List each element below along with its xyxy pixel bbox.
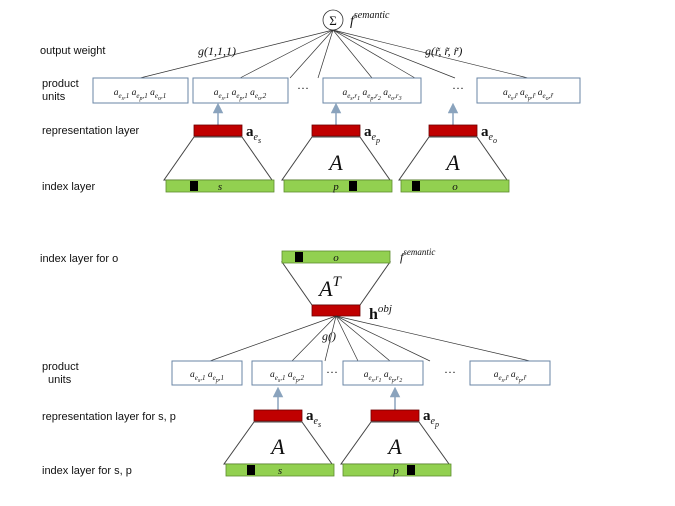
product-unit-cell [322, 77, 422, 104]
ellipsis: ··· [297, 81, 309, 95]
f-semantic-label: fsemantic [350, 10, 390, 29]
index-layer-o-label: index layer for o [40, 253, 118, 265]
sum-symbol: Σ [329, 13, 337, 28]
product-unit-cell [92, 77, 189, 104]
bottom-diagram: index layer for o fsemantic o AT hobj g(… [40, 247, 551, 477]
index-marker [190, 181, 198, 191]
index-letter: o [452, 181, 458, 193]
representation-vector [253, 409, 303, 422]
ellipsis: ··· [444, 365, 456, 379]
tower-p: aep A p [340, 386, 452, 477]
representation-layer-sp-label: representation layer for s, p [42, 411, 176, 423]
tower-s: aes s [163, 102, 275, 193]
f-semantic-label: fsemantic [400, 247, 435, 264]
ellipsis: ··· [452, 81, 464, 95]
representation-vector [311, 124, 361, 137]
representation-vector [428, 124, 478, 137]
ellipsis: ··· [326, 365, 338, 379]
index-vector-o [281, 250, 391, 264]
index-vector [400, 179, 510, 193]
vector-label: aep [423, 408, 439, 429]
vector-label: aes [306, 408, 321, 429]
product-units-label-line2: units [48, 374, 72, 386]
matrix-label: A [386, 434, 402, 459]
index-marker [349, 181, 357, 191]
matrix-transpose-label: AT [317, 274, 342, 301]
index-vector [283, 179, 393, 193]
product-unit-cell [192, 77, 289, 104]
top-diagram: Σ fsemantic output weight g(1,1,1) g(r̃,… [40, 9, 581, 193]
product-unit-cell [342, 360, 424, 386]
hidden-object-vector [311, 304, 361, 317]
matrix-trapezoid [163, 136, 273, 181]
g-right-label: g(r̃, r̃, r̃) [425, 44, 462, 58]
product-unit-cell [251, 360, 323, 386]
product-unit-cell [171, 360, 243, 386]
index-layer-sp-label: index layer for s, p [42, 465, 132, 477]
matrix-label: A [269, 434, 285, 459]
index-letter: p [332, 181, 339, 193]
representation-vector [370, 409, 420, 422]
index-marker [295, 252, 303, 262]
vector-label: aeo [481, 124, 497, 145]
output-weight-lines [139, 29, 529, 79]
index-letter: p [392, 465, 399, 477]
vector-label: aes [246, 124, 261, 145]
matrix-label: A [327, 150, 343, 175]
index-marker [412, 181, 420, 191]
h-obj-label: hobj [369, 303, 392, 323]
representation-vector [193, 124, 243, 137]
index-letter: s [218, 181, 222, 193]
g-label: g() [322, 329, 336, 343]
g-left-label: g(1,1,1) [198, 44, 236, 58]
vector-label: aep [364, 124, 380, 145]
tower-o: aeo A o [398, 102, 510, 193]
index-vector [342, 463, 452, 477]
index-marker [407, 465, 415, 475]
matrix-label: A [444, 150, 460, 175]
product-units-label-line1: product [42, 361, 79, 373]
product-unit-cell [476, 77, 581, 104]
tower-p: aep A p [281, 102, 393, 193]
sum-node [322, 9, 344, 31]
representation-layer-label: representation layer [42, 125, 140, 137]
index-letter: o [333, 252, 339, 264]
index-layer-label: index layer [42, 181, 96, 193]
index-marker [247, 465, 255, 475]
output-weight-label: output weight [40, 45, 105, 57]
product-units-label-line1: product [42, 78, 79, 90]
fan-lines [209, 315, 531, 362]
index-letter: s [278, 465, 282, 477]
product-unit-cell [469, 360, 551, 386]
tower-s: aes A s [223, 386, 335, 477]
product-units-label-line2: units [42, 91, 66, 103]
